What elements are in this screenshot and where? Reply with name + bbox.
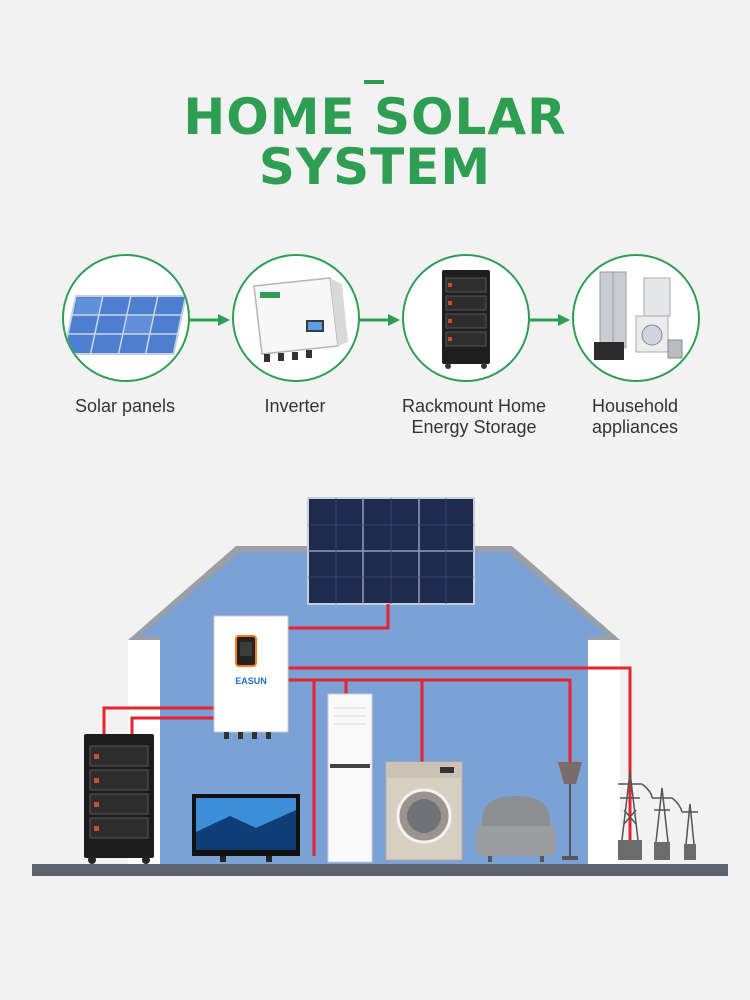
label-storage-line1: Rackmount Home [401,396,547,416]
label-solar-panels: Solar panels [74,396,176,416]
page-title-line1: HOME SOLAR [183,88,567,146]
arrow-right-icon [528,314,570,326]
power-pylons [618,771,698,845]
ground [32,864,728,876]
battery-rack-step [402,254,530,382]
appliances-icon [594,271,683,360]
inverter-brand: EASUN [235,676,267,686]
appliances-step [572,254,700,382]
roof-solar-panel [307,497,475,605]
battery-rack [84,734,154,864]
wiring [102,604,632,856]
label-appliances-line1: Household [591,396,679,416]
arrow-right-icon [188,314,230,326]
house-diagram: EASUN [32,497,728,876]
title-dash [364,80,384,84]
label-appliances-line2: appliances [591,417,679,437]
label-storage-line2: Energy Storage [411,417,537,437]
solar-panels-step [62,254,190,382]
label-inverter: Inverter [264,396,326,416]
inverter-step [232,254,360,382]
solar-panels-icon [64,295,188,355]
floor-lamp [558,762,582,860]
tv [192,794,300,862]
washing-machine [385,761,463,861]
armchair [476,796,556,862]
battery-rack-icon [442,270,490,369]
inverter-icon [253,277,348,362]
page-title-line2: SYSTEM [258,138,492,196]
inverter: EASUN [213,615,289,739]
arrow-right-icon [358,314,400,326]
air-conditioner [327,693,373,863]
